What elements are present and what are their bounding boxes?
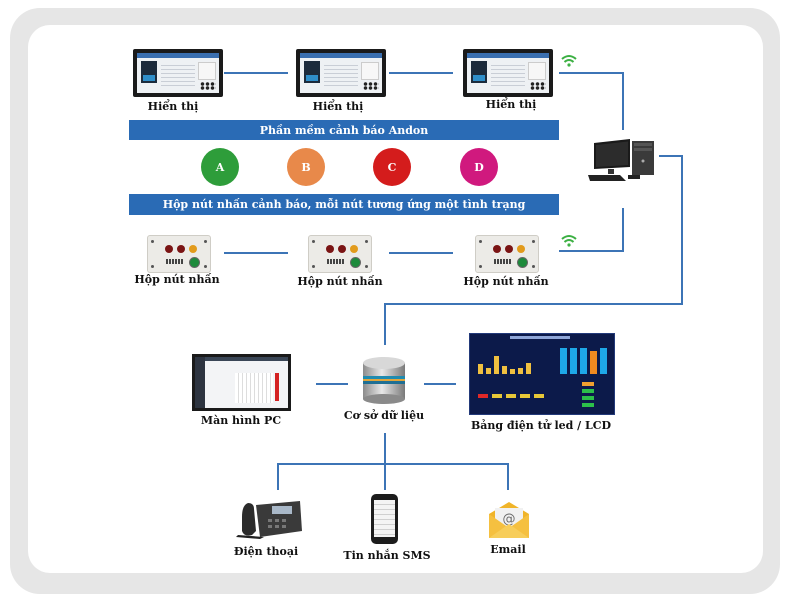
wifi-icon: [561, 235, 577, 247]
connector-line: [559, 250, 624, 252]
connector-line: [277, 463, 509, 465]
email-label: Email: [490, 543, 526, 556]
led-board-chart: [478, 348, 607, 407]
phone-label: Điện thoại: [233, 545, 299, 558]
connector-line: [622, 208, 624, 251]
svg-text:@: @: [503, 512, 516, 527]
diagram-panel: [28, 25, 763, 573]
connector-line: [559, 72, 623, 74]
led-board-icon: [469, 333, 615, 415]
smartphone-icon: [371, 494, 398, 544]
status-button-b: B: [287, 148, 325, 186]
touch-display: [133, 49, 223, 97]
connector-line: [224, 72, 288, 74]
connector-line: [384, 303, 386, 345]
email-envelope-icon: @: [489, 502, 529, 538]
led-board-label: Bảng điện tử led / LCD: [470, 419, 612, 432]
connector-line: [622, 72, 624, 130]
button-box-label: Hộp nút nhấn: [297, 275, 383, 288]
status-button-d: D: [460, 148, 498, 186]
display-label: Hiển thị: [485, 98, 537, 111]
desk-phone-icon: [236, 501, 302, 539]
database-label: Cơ sở dữ liệu: [343, 409, 425, 422]
touch-display: [296, 49, 386, 97]
database-icon: [363, 357, 405, 404]
connector-line: [389, 72, 453, 74]
button-box-label: Hộp nút nhấn: [463, 275, 549, 288]
connector-line: [277, 463, 279, 490]
connector-line: [389, 252, 453, 254]
status-button-c: C: [373, 148, 411, 186]
touch-display: [463, 49, 553, 97]
push-button-box: [308, 235, 372, 273]
connector-line: [507, 463, 509, 490]
wifi-icon: [561, 55, 577, 67]
connector-line: [224, 252, 288, 254]
push-button-box: [147, 235, 211, 273]
button-box-title-bar: Hộp nút nhấn cảnh báo, mỗi nút tương ứng…: [129, 194, 559, 215]
connector-line: [316, 383, 348, 385]
pc-screen-label: Màn hình PC: [200, 414, 282, 427]
desktop-computer-icon: [588, 139, 654, 181]
sms-label: Tin nhắn SMS: [343, 549, 431, 562]
connector-line: [424, 383, 456, 385]
connector-line: [659, 155, 683, 157]
connector-line: [384, 433, 386, 490]
pc-screen-icon: [192, 354, 291, 411]
button-box-label: Hộp nút nhấn: [134, 273, 220, 286]
software-title-bar: Phần mềm cảnh báo Andon: [129, 120, 559, 140]
push-button-box: [475, 235, 539, 273]
connector-line: [681, 155, 683, 305]
connector-line: [384, 303, 683, 305]
display-label: Hiển thị: [147, 100, 199, 113]
display-label: Hiển thị: [312, 100, 364, 113]
status-button-a: A: [201, 148, 239, 186]
